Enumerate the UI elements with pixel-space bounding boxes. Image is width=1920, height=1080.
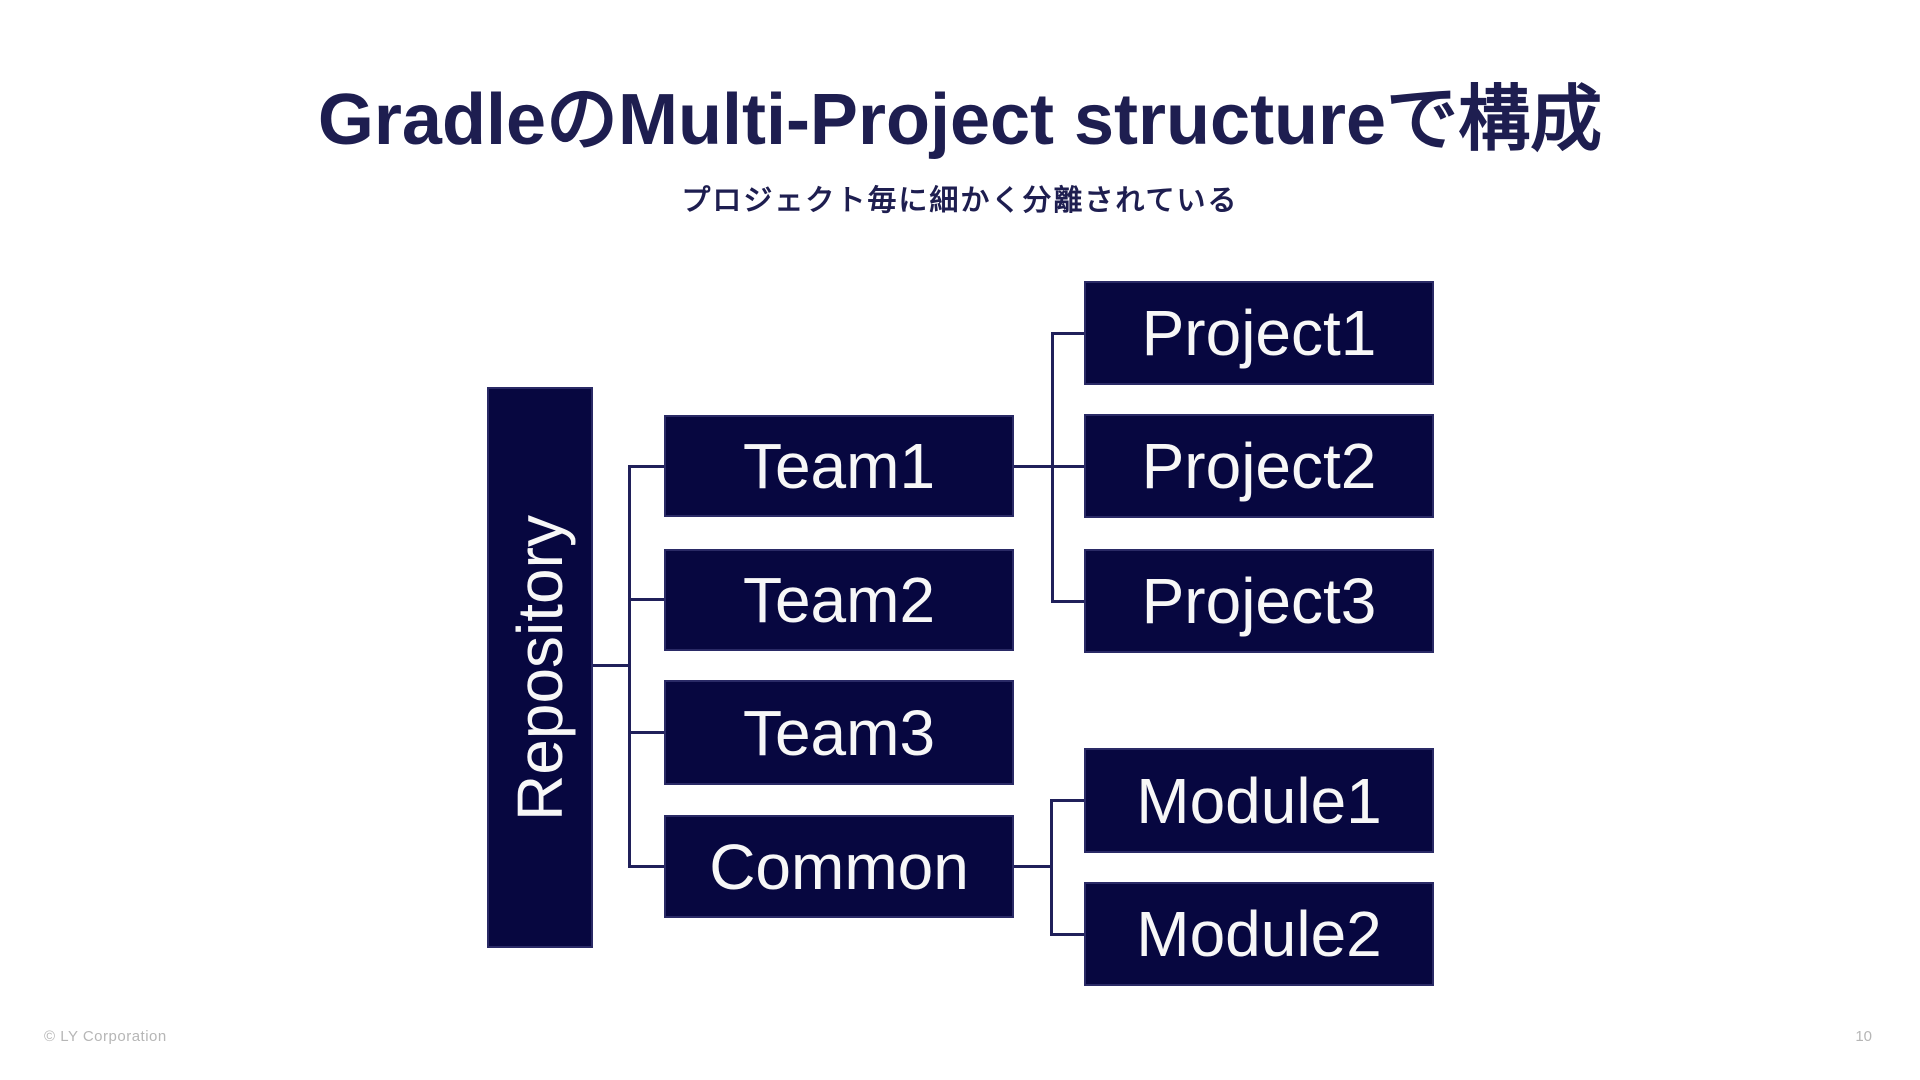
node-project1-label: Project1: [1141, 297, 1377, 369]
node-project3-label: Project3: [1141, 565, 1377, 637]
connector-project3-stub: [1051, 600, 1086, 603]
node-project1: Project1: [1084, 281, 1434, 385]
connector-team2-stub: [628, 598, 666, 601]
connector-module1-stub: [1050, 799, 1086, 802]
connector-project1-stub: [1051, 332, 1086, 335]
connector-common-stub: [628, 865, 666, 868]
node-module1-label: Module1: [1136, 764, 1382, 837]
node-team3-label: Team3: [742, 696, 936, 769]
footer-copyright: © LY Corporation: [44, 1028, 167, 1045]
node-common-label: Common: [709, 830, 969, 903]
node-team3: Team3: [664, 680, 1014, 785]
connector-modules-trunk: [1050, 799, 1053, 936]
node-project3: Project3: [1084, 549, 1434, 653]
node-project2: Project2: [1084, 414, 1434, 518]
connector-repository-stub: [593, 664, 630, 667]
node-repository-label: Repository: [504, 514, 576, 821]
node-team1: Team1: [664, 415, 1014, 517]
connector-module2-stub: [1050, 933, 1086, 936]
connector-team1-to-project2: [1014, 465, 1086, 468]
connector-common-to-modules: [1013, 865, 1053, 868]
connector-left-trunk: [628, 465, 631, 868]
connector-team1-stub: [628, 465, 666, 468]
node-common: Common: [664, 815, 1014, 918]
slide-subtitle: プロジェクト毎に細かく分離されている: [681, 185, 1239, 217]
connector-team3-stub: [628, 731, 666, 734]
node-team1-label: Team1: [742, 430, 936, 502]
slide-title: GradleのMulti-Project structureで構成: [317, 80, 1603, 160]
node-team2: Team2: [664, 549, 1014, 651]
page-number: 10: [1855, 1028, 1872, 1045]
node-module1: Module1: [1084, 748, 1434, 853]
node-module2: Module2: [1084, 882, 1434, 986]
node-team2-label: Team2: [742, 564, 936, 636]
connector-projects-trunk: [1051, 332, 1054, 603]
node-module2-label: Module2: [1136, 898, 1382, 970]
node-repository: Repository: [487, 387, 593, 948]
node-project2-label: Project2: [1141, 430, 1377, 502]
